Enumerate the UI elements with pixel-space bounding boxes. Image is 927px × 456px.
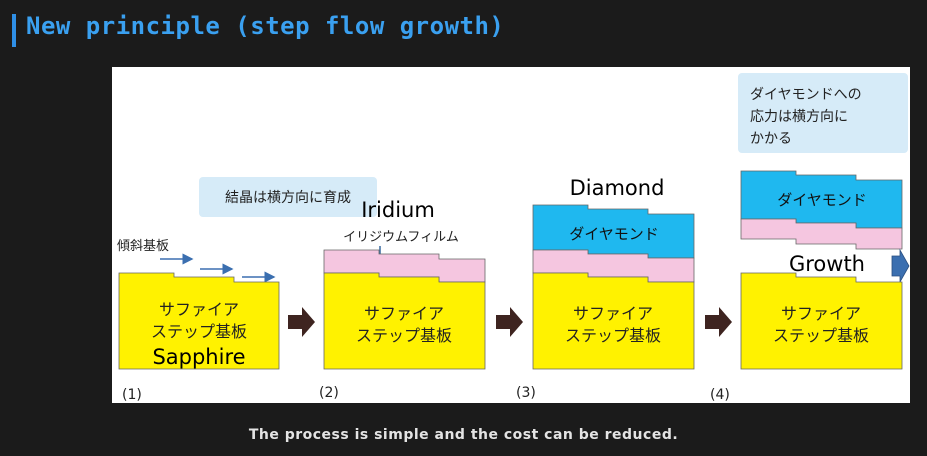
step-flow-diagram: 傾斜基板 サファイア ステップ基板 Sapphire (1) 結晶は横方向に育成…: [117, 73, 910, 403]
substrate-label-line2: ステップ基板: [565, 326, 661, 345]
stress-note-box: [738, 73, 908, 153]
stress-note-line3: かかる: [750, 131, 792, 147]
page-title: New principle (step flow growth): [26, 12, 505, 40]
sapphire-substrate-3: [532, 272, 695, 370]
sapphire-substrate-4: [740, 272, 903, 370]
iridium-film-label: イリジウムフィルム: [343, 230, 459, 245]
sapphire-substrate-2: [323, 272, 486, 370]
diamond-jp-label-3: ダイヤモンド: [569, 225, 659, 243]
stress-note-line1: ダイヤモンドへの: [750, 87, 862, 103]
growth-direction-arrow: [891, 248, 910, 284]
iridium-layer-4: [740, 218, 903, 250]
growth-label: Growth: [789, 252, 865, 276]
process-arrow-3: [705, 307, 732, 337]
stress-note-line2: 応力は横方向に: [750, 109, 848, 125]
stage-3: Diamond ダイヤモンド サファイア ステップ基板 (3): [516, 176, 695, 401]
process-arrow-1: [288, 307, 315, 337]
substrate-label-line1: サファイア: [781, 304, 861, 323]
crystal-note-box: [199, 177, 377, 217]
substrate-label-line2: ステップ基板: [151, 322, 247, 341]
diamond-jp-label-4: ダイヤモンド: [777, 191, 867, 209]
iridium-label: Iridium: [361, 198, 435, 222]
process-arrow-2: [496, 307, 523, 337]
step-number-1: (1): [122, 387, 142, 403]
substrate-label-line2: ステップ基板: [773, 326, 869, 345]
sapphire-label: Sapphire: [152, 345, 245, 369]
substrate-label-line2: ステップ基板: [356, 326, 452, 345]
substrate-label-line1: サファイア: [159, 300, 239, 319]
substrate-label-line1: サファイア: [364, 304, 444, 323]
sapphire-substrate-1: [118, 272, 280, 370]
stage-1: 傾斜基板 サファイア ステップ基板 Sapphire (1): [117, 239, 280, 403]
tilted-substrate-label: 傾斜基板: [117, 239, 169, 254]
stage-2: 結晶は横方向に育成 Iridium イリジウムフィルム サファイア ステップ基板…: [199, 177, 486, 401]
crystal-note: 結晶は横方向に育成: [225, 190, 351, 206]
diamond-label: Diamond: [570, 176, 665, 200]
step-number-4: (4): [710, 387, 730, 403]
diagram-panel: 傾斜基板 サファイア ステップ基板 Sapphire (1) 結晶は横方向に育成…: [112, 67, 910, 403]
substrate-label-line1: サファイア: [573, 304, 653, 323]
caption: The process is simple and the cost can b…: [248, 427, 679, 443]
step-number-2: (2): [319, 385, 339, 401]
stage-4: ダイヤモンドへの 応力は横方向に かかる ダイヤモンド Growth サファイア…: [710, 73, 910, 403]
step-number-3: (3): [516, 385, 536, 401]
title-accent-bar: [12, 14, 16, 47]
